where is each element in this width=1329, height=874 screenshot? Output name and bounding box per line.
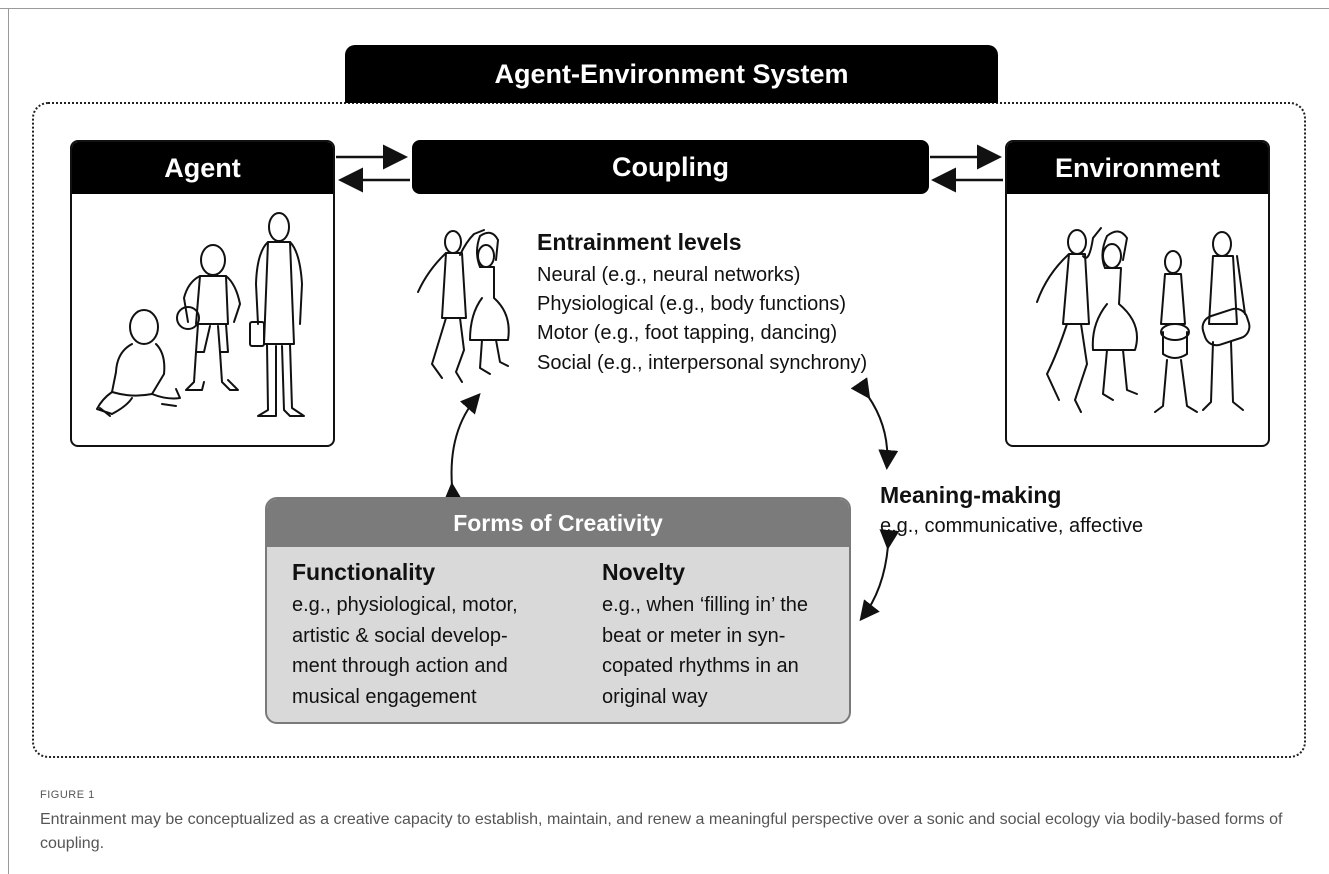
novelty-line: original way: [602, 685, 708, 708]
agent-title: Agent: [72, 142, 333, 194]
page-border-left: [8, 8, 9, 874]
functionality-title: Functionality: [292, 559, 436, 585]
entrainment-title: Entrainment levels: [537, 229, 742, 255]
functionality-line: artistic & social develop-: [292, 624, 508, 647]
novelty-title: Novelty: [602, 559, 686, 585]
environment-box: Environment: [1005, 140, 1270, 447]
dancing-couple-icon: [417, 229, 510, 383]
figure-caption: Entrainment may be conceptualized as a c…: [40, 811, 1283, 852]
novelty-text: e.g., when ‘filling in’ the beat or mete…: [602, 590, 834, 712]
novelty-line: copated rhythms in an: [602, 655, 799, 677]
entrainment-item-social: Social (e.g., interpersonal synchrony): [537, 352, 868, 374]
creativity-title: Forms of Creativity: [267, 499, 849, 547]
functionality-column: Functionality e.g., physiological, motor…: [292, 559, 552, 712]
people-figures-icon: [96, 212, 305, 417]
coupling-title: Coupling: [412, 140, 929, 194]
figure-label: FIGURE 1: [40, 789, 95, 801]
agent-box: Agent: [70, 140, 335, 447]
system-title: Agent-Environment System: [345, 45, 998, 103]
functionality-text: e.g., physiological, motor, artistic & s…: [292, 590, 552, 712]
novelty-line: e.g., when ‘filling in’ the: [602, 594, 809, 616]
functionality-line: ment through action and: [292, 655, 508, 677]
dancers-drummers-icon: [1036, 227, 1251, 413]
entrainment-item-motor: Motor (e.g., foot tapping, dancing): [537, 322, 838, 344]
environment-title: Environment: [1007, 142, 1268, 194]
functionality-line: musical engagement: [292, 685, 477, 708]
meaning-creativity-arrow: [859, 529, 900, 622]
novelty-column: Novelty e.g., when ‘filling in’ the beat…: [602, 559, 834, 712]
meaning-making-title: Meaning-making: [880, 482, 1062, 508]
entrainment-item-neural: Neural (e.g., neural networks): [537, 264, 801, 286]
functionality-line: e.g., physiological, motor,: [292, 594, 518, 616]
entrainment-creativity-arrow: [443, 392, 481, 503]
entrainment-meaning-arrow: [850, 377, 899, 470]
agent-environment-system-frame: [32, 102, 1306, 758]
meaning-making-text: e.g., communicative, affective: [880, 515, 1144, 537]
page-border-top: [0, 8, 1329, 9]
novelty-line: beat or meter in syn-: [602, 624, 786, 647]
entrainment-item-physiological: Physiological (e.g., body functions): [537, 293, 847, 315]
forms-of-creativity-box: Forms of Creativity Functionality e.g., …: [265, 497, 851, 724]
